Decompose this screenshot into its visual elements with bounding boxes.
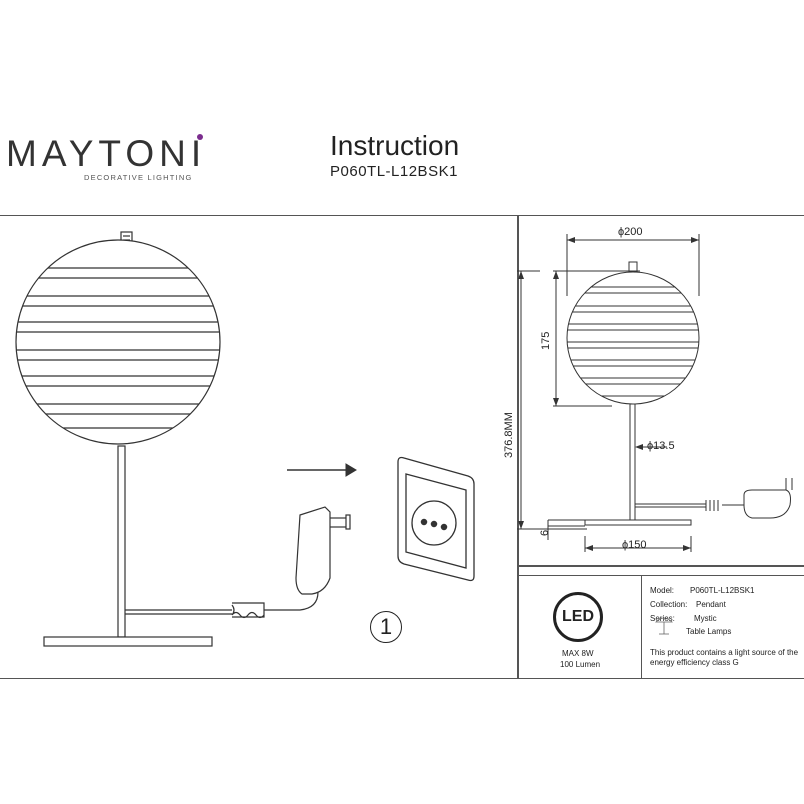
step-number: 1: [379, 614, 393, 639]
step-number-badge: 1: [370, 611, 402, 643]
info-table-top-line: [517, 575, 804, 576]
brand-accent-dot: [197, 134, 204, 140]
dimension-arrowheads: [518, 237, 699, 551]
brand-name: MAYTONI: [6, 133, 207, 174]
lamp-illustration: [15, 231, 351, 647]
dim-stem-diameter: ϕ13.5: [647, 440, 675, 452]
page-title: Instruction: [330, 130, 460, 161]
spec-series-value: Mystic: [694, 614, 717, 623]
dim-base-diameter: ϕ150: [622, 539, 647, 551]
dimension-drawing: [517, 234, 793, 552]
spec-collection-key: Collection:: [650, 600, 688, 609]
frame-divider-vertical: [517, 215, 519, 679]
energy-class-note: This product contains a light source of …: [650, 648, 799, 667]
frame-divider-horizontal: [517, 565, 804, 567]
spec-model-value: P060TL-L12BSK1: [690, 586, 755, 595]
insert-arrow-icon: [287, 463, 357, 477]
wall-socket-icon: [397, 456, 475, 582]
brand-logo: MAYTONI: [6, 133, 206, 175]
brand-tagline: DECORATIVE LIGHTING: [84, 173, 193, 182]
model-code: P060TL-L12BSK1: [330, 163, 458, 180]
spec-type-value: Table Lamps: [686, 627, 732, 636]
led-badge-icon: LED: [553, 592, 603, 642]
drawing-frame: [0, 215, 804, 679]
led-lumen: 100 Lumen: [560, 660, 601, 669]
led-label: LED: [562, 608, 594, 625]
led-power: MAX 8W: [562, 649, 594, 658]
spec-collection-value: Pendant: [696, 600, 726, 609]
dim-shade-diameter: ϕ200: [618, 226, 643, 238]
spec-model-key: Model:: [650, 586, 675, 595]
info-table-divider: [641, 575, 642, 679]
